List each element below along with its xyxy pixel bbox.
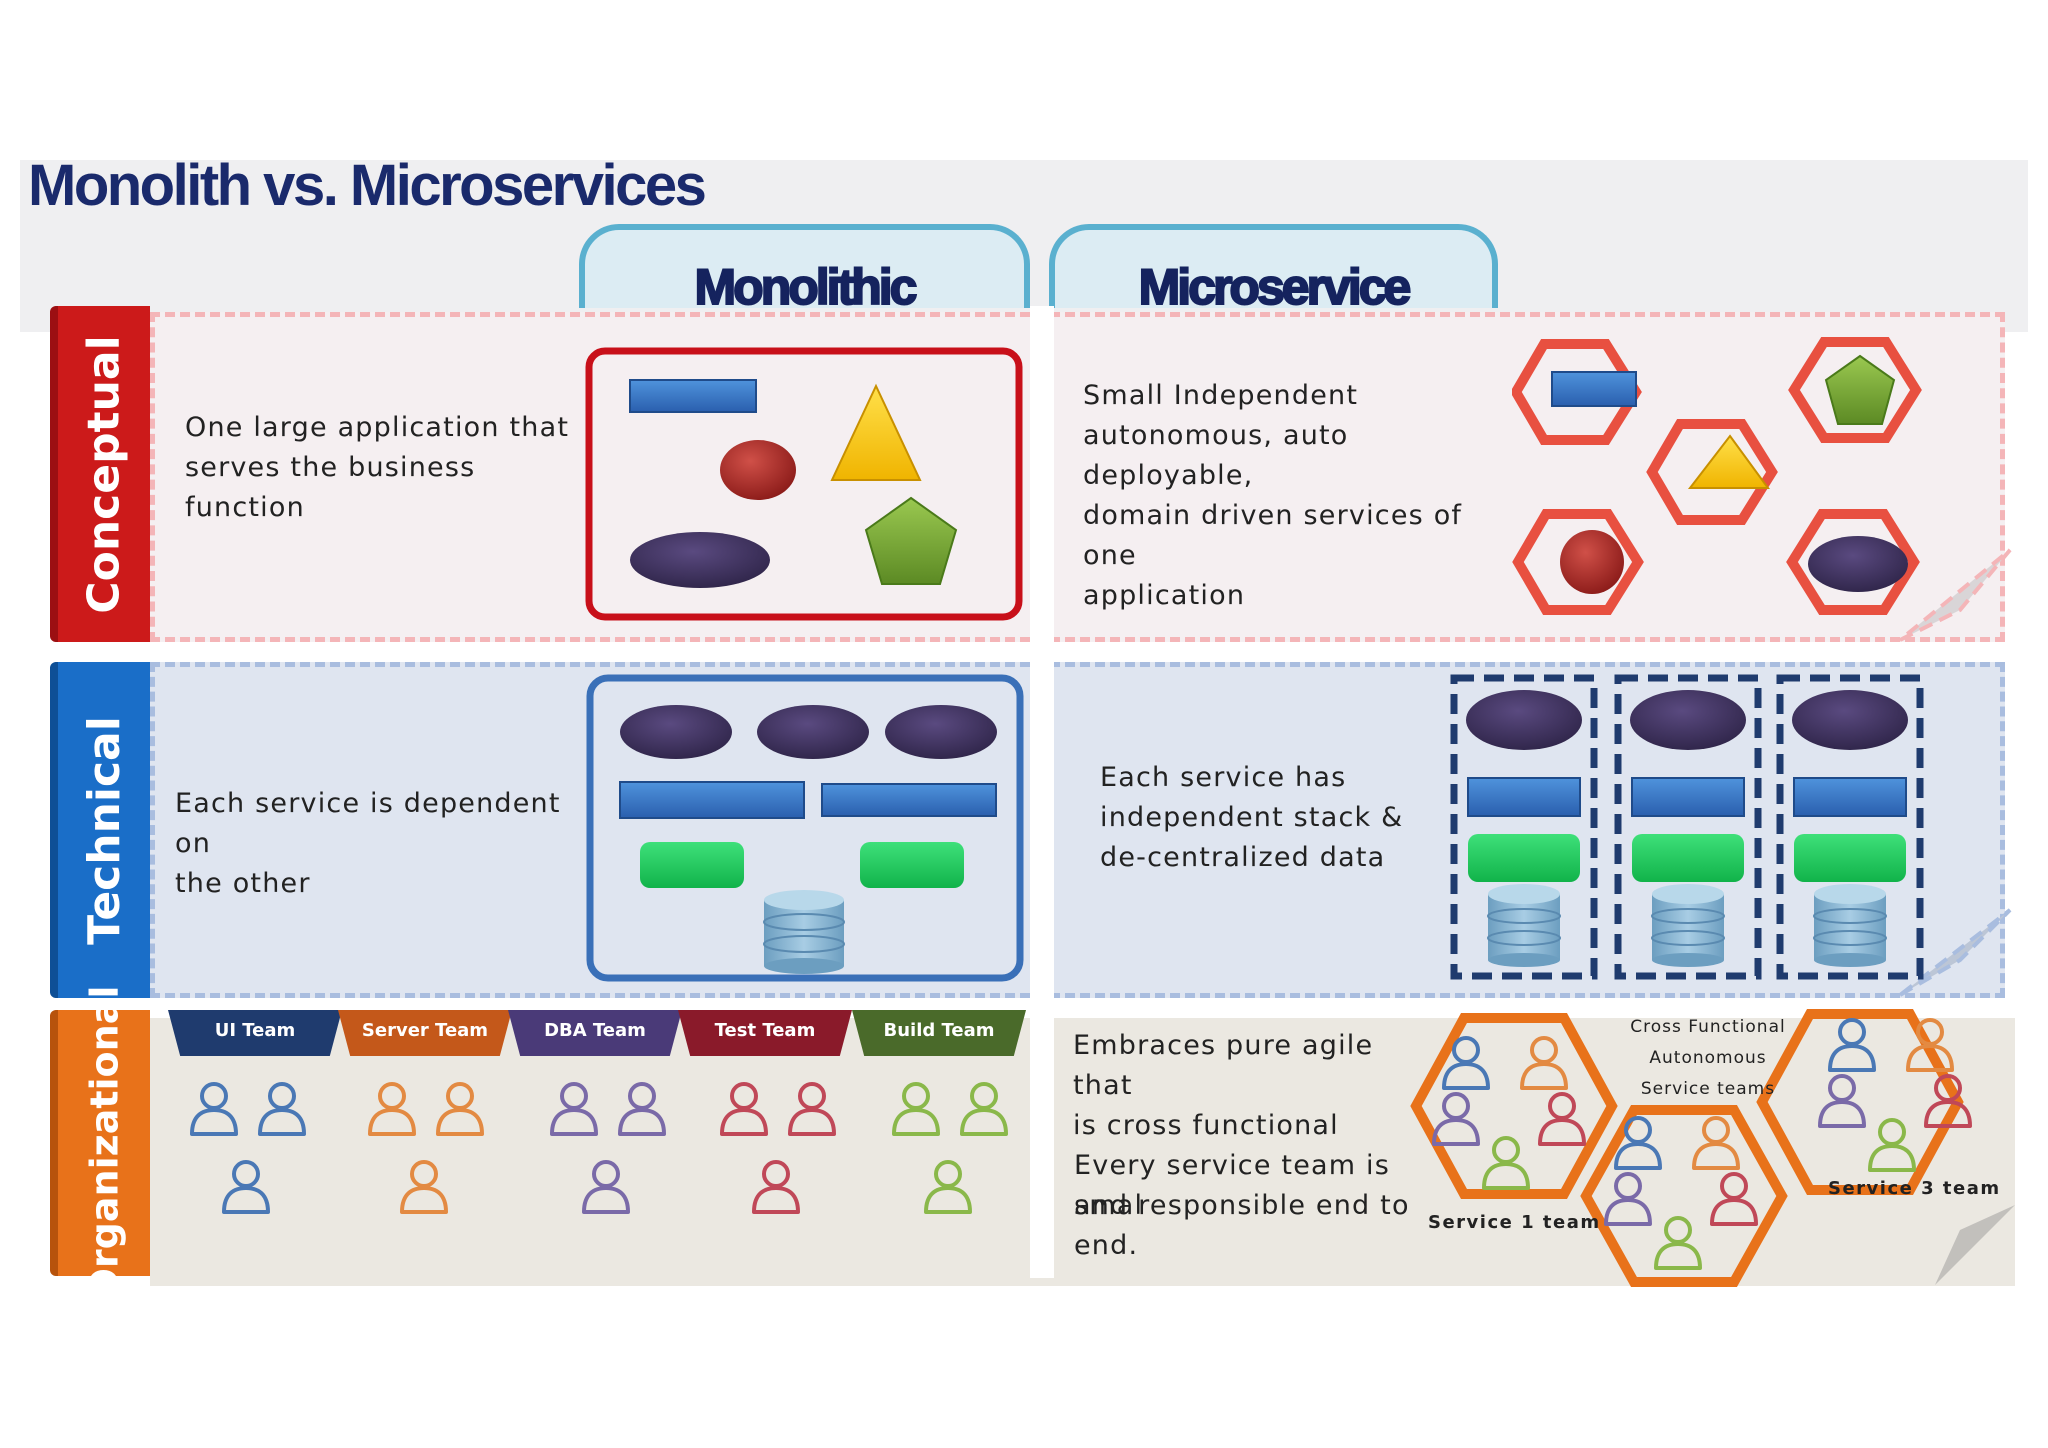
column-divider [1030, 306, 1054, 1278]
team-member-icon [782, 1078, 842, 1138]
page-title: Monolith vs. Microservices [28, 153, 707, 218]
team-member-icon [1532, 1088, 1592, 1148]
monolith-application-box [585, 347, 1023, 621]
team-member-icon [1822, 1014, 1882, 1074]
team-tab-dba: DBA Team [508, 1010, 682, 1056]
tab-monolithic: Monolithic [579, 224, 1030, 316]
org-micro-text-3: and responsible end to end. [1074, 1190, 1410, 1261]
team-member-icon [576, 1156, 636, 1216]
team-tab-ui: UI Team [168, 1010, 342, 1056]
team-member-icon [746, 1156, 806, 1216]
team-tab-dba-label: DBA Team [544, 1020, 646, 1041]
row-label-organizational: Organizational [50, 986, 150, 1300]
org-micro-text-1: Embraces pure agile that is cross functi… [1073, 1030, 1374, 1141]
conceptual-monolith-text: One large application that serves the bu… [185, 412, 570, 523]
team-member-icon [184, 1078, 244, 1138]
team-member-icon [1648, 1212, 1708, 1272]
team-member-icon [1862, 1114, 1922, 1174]
tab-microservice-label: Microservice [1138, 258, 1413, 316]
service-1-team-label: Service 1 team [1428, 1212, 1601, 1233]
org-micro-text-2: Every service team is smal [1074, 1150, 1391, 1221]
team-member-icon [1686, 1112, 1746, 1172]
team-member-icon [714, 1078, 774, 1138]
team-member-icon [918, 1156, 978, 1216]
team-member-icon [544, 1078, 604, 1138]
technical-page-curl [1898, 908, 2012, 997]
team-tab-server: Server Team [338, 1010, 512, 1056]
team-member-icon [216, 1156, 276, 1216]
team-tab-build: Build Team [852, 1010, 1026, 1056]
conceptual-micro-text: Small Independent autonomous, auto deplo… [1083, 380, 1463, 611]
service-1-hexagon [1410, 1013, 1618, 1199]
microservice-stacks [1450, 674, 1928, 980]
organizational-row-bg [150, 1018, 2015, 1286]
team-member-icon [252, 1078, 312, 1138]
technical-monolith-text: Each service is dependent on the other [175, 788, 561, 899]
team-member-icon [1918, 1070, 1978, 1130]
team-member-icon [886, 1078, 946, 1138]
database-icon [763, 890, 845, 974]
team-member-icon [430, 1078, 490, 1138]
service-3-team-label: Service 3 team [1828, 1178, 2001, 1199]
row-label-technical: Technical [50, 662, 150, 998]
cross-functional-label: Cross Functional Autonomous Service team… [1630, 1017, 1786, 1099]
team-tab-test: Test Team [678, 1010, 852, 1056]
organizational-page-curl [1935, 1205, 2015, 1285]
monolith-stack-box [586, 674, 1024, 982]
service-2-hexagon [1580, 1105, 1788, 1287]
team-member-icon [1608, 1112, 1668, 1172]
row-label-conceptual-text: Conceptual [78, 334, 130, 614]
team-member-icon [612, 1078, 672, 1138]
team-member-icon [1514, 1032, 1574, 1092]
row-label-organizational-text: Organizational [82, 985, 126, 1301]
team-member-icon [1704, 1168, 1764, 1228]
tab-monolithic-label: Monolithic [694, 258, 919, 316]
team-member-icon [1436, 1032, 1496, 1092]
team-tab-server-label: Server Team [361, 1020, 489, 1041]
row-label-technical-text: Technical [78, 715, 130, 945]
team-member-icon [394, 1156, 454, 1216]
team-member-icon [954, 1078, 1014, 1138]
team-tab-build-label: Build Team [883, 1020, 995, 1041]
technical-micro-text: Each service has independent stack & de-… [1100, 762, 1404, 873]
team-member-icon [1476, 1132, 1536, 1192]
team-tab-ui-label: UI Team [214, 1020, 296, 1041]
tab-microservice: Microservice [1049, 224, 1498, 316]
row-label-conceptual: Conceptual [50, 306, 150, 642]
conceptual-row-bg [150, 312, 2005, 642]
service-3-hexagon [1756, 1009, 1964, 1195]
team-member-icon [362, 1078, 422, 1138]
team-tab-test-label: Test Team [714, 1020, 816, 1041]
service-team-hexagons [1410, 1009, 1964, 1287]
team-member-icon [1900, 1014, 1960, 1074]
conceptual-page-curl [1898, 548, 2012, 642]
microservice-hexagons [1512, 337, 1922, 615]
